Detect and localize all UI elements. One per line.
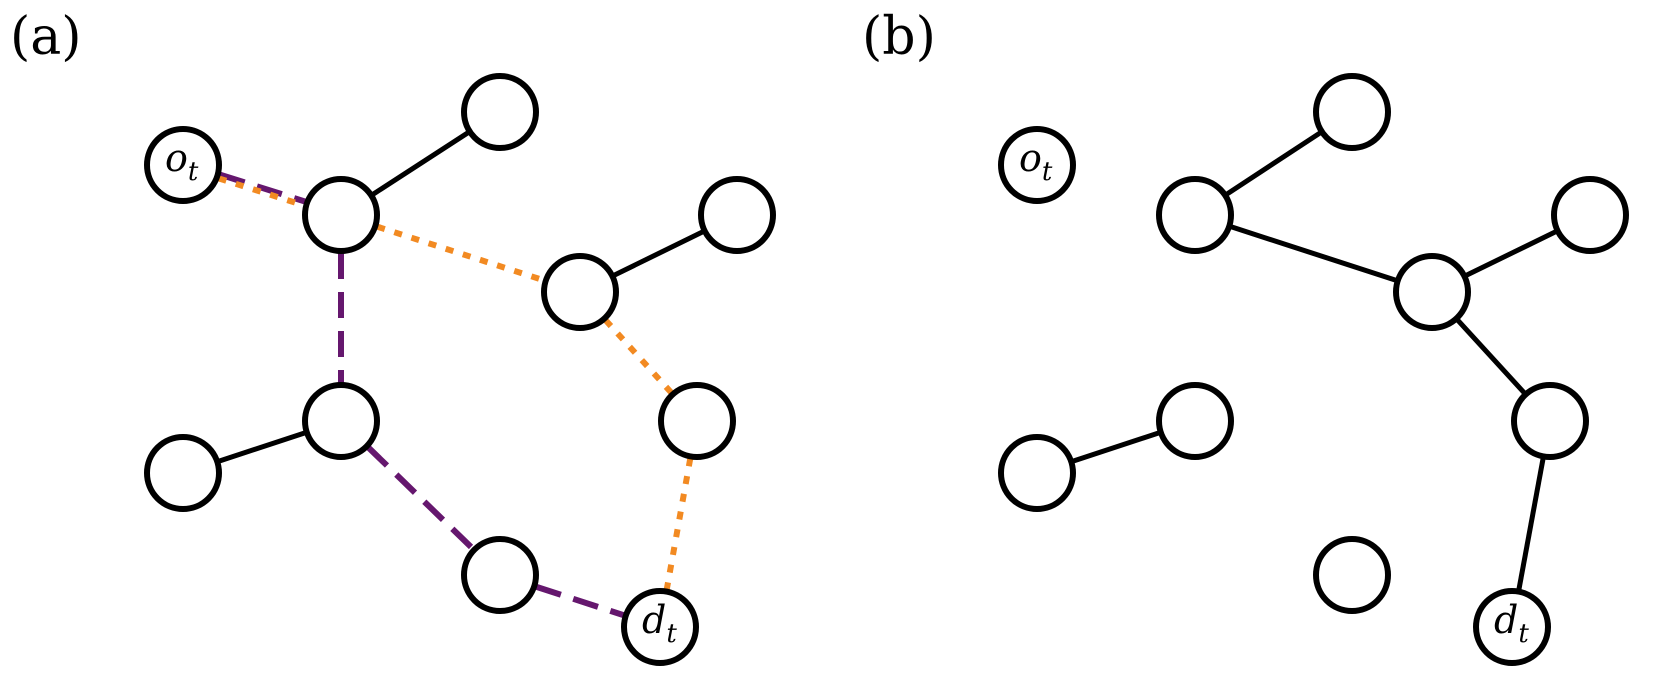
node-a-d xyxy=(621,588,699,666)
edge-b-n3-n7-solid xyxy=(1455,318,1527,395)
edge-b-n3-n4-solid xyxy=(1465,229,1557,278)
edge-b-n1-n3-solid xyxy=(1230,224,1397,283)
edge-a-n8-d-purple xyxy=(535,583,625,619)
edge-a-n7-d-orange xyxy=(663,457,694,591)
node-b-d xyxy=(1473,588,1551,666)
node-b-n2 xyxy=(1313,73,1391,151)
node-a-n4 xyxy=(698,176,776,254)
edge-b-n1-n2-solid xyxy=(1225,130,1322,197)
node-b-n6 xyxy=(998,434,1076,512)
node-a-n3 xyxy=(541,253,619,331)
node-b-n4 xyxy=(1551,176,1629,254)
node-b-n7 xyxy=(1511,382,1589,460)
node-a-o xyxy=(144,126,222,204)
edge-a-n5-n6-solid xyxy=(218,430,306,464)
edge-a-o-n1-orange xyxy=(217,175,306,209)
node-a-n2 xyxy=(461,73,539,151)
panel-label-a: (a) xyxy=(10,7,82,67)
edge-a-n1-n3-orange xyxy=(376,223,545,284)
edge-b-n6-n5-solid xyxy=(1072,430,1160,464)
panel-label-b: (b) xyxy=(862,7,936,67)
node-b-o xyxy=(998,126,1076,204)
node-b-n3 xyxy=(1393,253,1471,331)
node-b-n9 xyxy=(1313,536,1391,614)
node-b-n5 xyxy=(1156,382,1234,460)
edge-a-o-n1-purple xyxy=(218,171,307,205)
node-a-n6 xyxy=(144,434,222,512)
node-b-n1 xyxy=(1156,176,1234,254)
edge-b-n7-d-solid xyxy=(1516,457,1546,591)
node-a-n1 xyxy=(302,176,380,254)
edge-a-n1-n2-solid xyxy=(371,130,470,197)
node-a-n8 xyxy=(461,536,539,614)
node-a-n7 xyxy=(658,382,736,460)
edges-layer xyxy=(217,130,1557,619)
edge-a-n3-n7-orange xyxy=(603,318,674,395)
edge-a-n3-n4-solid xyxy=(613,229,704,278)
node-a-n5 xyxy=(302,382,380,460)
edge-a-n5-n8-purple xyxy=(366,445,475,551)
